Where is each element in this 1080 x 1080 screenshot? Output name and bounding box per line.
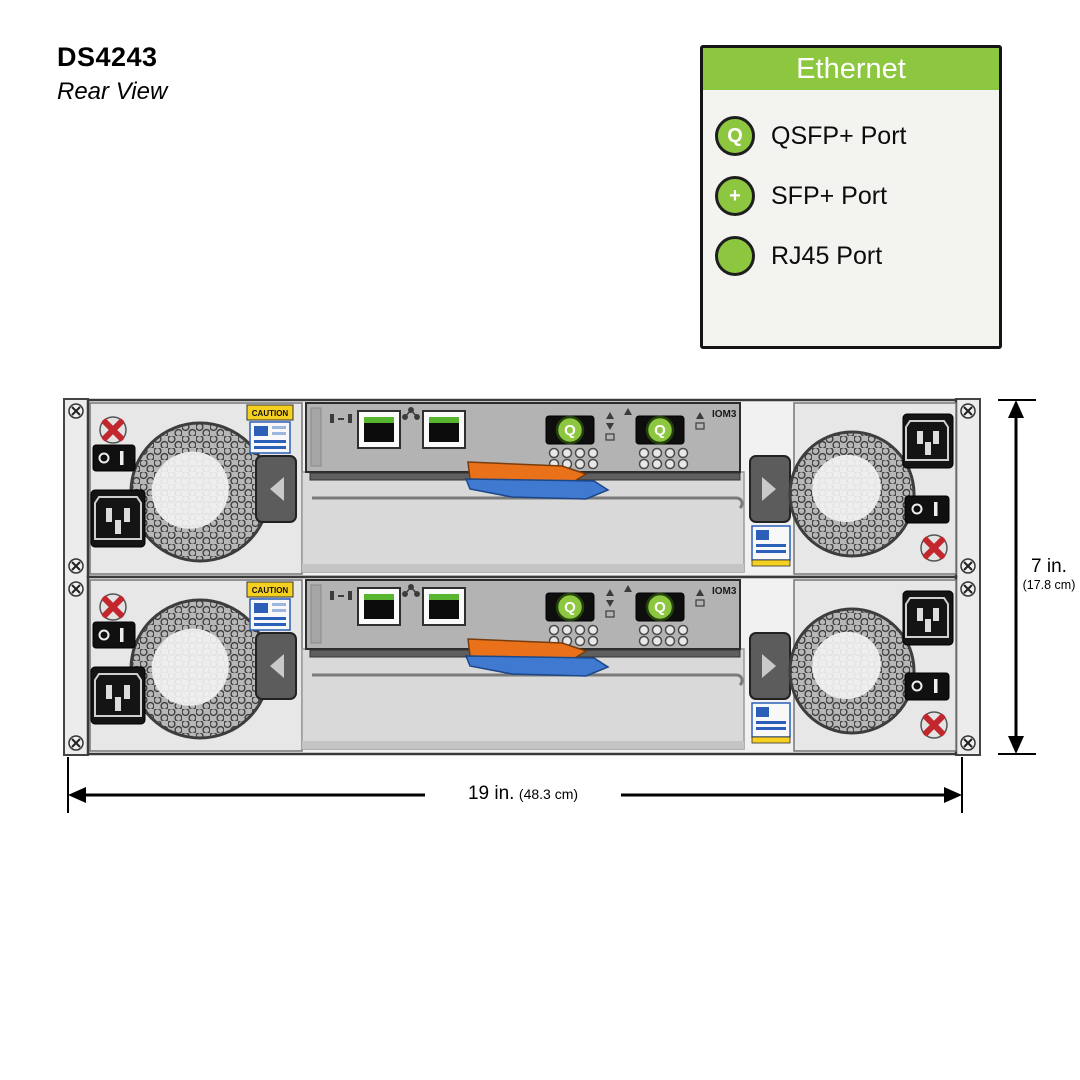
lever-blue: [464, 478, 610, 500]
rj45-port: [422, 587, 466, 626]
module-face-edge: [302, 564, 744, 572]
cam-lever: [309, 461, 744, 510]
height-value: 7 in.: [1031, 556, 1067, 577]
qsfp-port-icon: Q: [715, 116, 755, 156]
service-label: [751, 702, 791, 744]
port-id-marks: [330, 591, 352, 600]
caution-label: CAUTION: [246, 404, 294, 454]
height-value-metric: (17.8 cm): [1022, 578, 1076, 592]
cam-lever: [309, 638, 744, 687]
led-grid: [638, 624, 689, 647]
sfp-port-icon: +: [715, 176, 755, 216]
psu-right: [788, 579, 957, 752]
qsfp-port: Q: [545, 592, 595, 622]
power-switch: [92, 444, 136, 472]
qsfp-port: Q: [545, 415, 595, 445]
status-icons: [605, 408, 705, 441]
network-icon: [402, 407, 420, 420]
power-inlet: [902, 590, 954, 646]
power-switch: [92, 621, 136, 649]
power-inlet: [90, 489, 146, 548]
legend-item-rj45: RJ45 Port: [715, 226, 999, 286]
caution-text: CAUTION: [252, 409, 289, 418]
rj45-port-icon: [715, 236, 755, 276]
page-subtitle: Rear View: [57, 78, 168, 105]
qsfp-port: Q: [635, 415, 685, 445]
led-grid: [638, 447, 689, 470]
height-dimension-label: 7 in. (17.8 cm): [1018, 556, 1080, 592]
legend-item-label: RJ45 Port: [771, 241, 883, 270]
iom-module: Q Q IOM3: [305, 579, 741, 650]
iom-label: IOM3: [712, 409, 737, 420]
qsfp-port-symbol: Q: [654, 599, 666, 616]
network-icon: [402, 584, 420, 597]
rj45-port: [357, 410, 401, 449]
legend-panel: Ethernet Q QSFP+ Port + SFP+ Port RJ45 P…: [700, 45, 1002, 349]
latch-handle-right: [749, 632, 791, 700]
qsfp-port: Q: [635, 592, 685, 622]
width-dimension-label: 19 in. (48.3 cm): [425, 783, 621, 805]
rack-rail-right: [955, 398, 981, 756]
power-switch: [904, 672, 950, 701]
legend-item-sfp: + SFP+ Port: [715, 166, 999, 226]
caution-text: CAUTION: [252, 586, 289, 595]
iom-module: Q Q IOM3: [305, 402, 741, 473]
height-dimension-arrow: [998, 399, 1036, 755]
latch-handle-right: [749, 455, 791, 523]
status-icons: [605, 585, 705, 618]
lever-orange: [467, 638, 588, 662]
fan-impeller-icon: [99, 416, 127, 444]
width-value-metric: (48.3 cm): [518, 786, 579, 802]
qsfp-icon-symbol: Q: [727, 124, 743, 147]
qsfp-port-symbol: Q: [564, 422, 576, 439]
legend-header: Ethernet: [703, 48, 999, 90]
module-face-edge: [302, 741, 744, 749]
shelf-row-1: CAUTION: [86, 398, 958, 579]
service-label: [751, 525, 791, 567]
page-title: DS4243: [57, 42, 158, 72]
rj45-port: [422, 410, 466, 449]
caution-label: CAUTION: [246, 581, 294, 631]
rack-rail-left: [63, 398, 89, 756]
sfp-icon-symbol: +: [729, 184, 741, 207]
psu-right: [788, 402, 957, 575]
legend-item-label: SFP+ Port: [771, 181, 888, 210]
qsfp-port-symbol: Q: [564, 599, 576, 616]
iom-label: IOM3: [712, 586, 737, 597]
power-inlet: [902, 413, 954, 469]
qsfp-port-symbol: Q: [654, 422, 666, 439]
width-value: 19 in.: [467, 783, 515, 804]
legend-items: Q QSFP+ Port + SFP+ Port RJ45 Port: [703, 90, 999, 286]
fan-impeller-icon: [920, 534, 948, 562]
lever-orange: [467, 461, 588, 485]
rj45-port: [357, 587, 401, 626]
power-switch: [904, 495, 950, 524]
legend-item-label: QSFP+ Port: [771, 121, 907, 150]
legend-item-qsfp: Q QSFP+ Port: [715, 106, 999, 166]
power-inlet: [90, 666, 146, 725]
led-grid: [548, 624, 599, 647]
lever-blue: [464, 655, 610, 677]
fan-impeller-icon: [920, 711, 948, 739]
shelf-row-2: CAUTION: [86, 575, 958, 756]
port-id-marks: [330, 414, 352, 423]
latch-handle-left: [255, 632, 297, 700]
title-block: DS4243 Rear View: [57, 42, 167, 106]
fan-impeller-icon: [99, 593, 127, 621]
latch-handle-left: [255, 455, 297, 523]
